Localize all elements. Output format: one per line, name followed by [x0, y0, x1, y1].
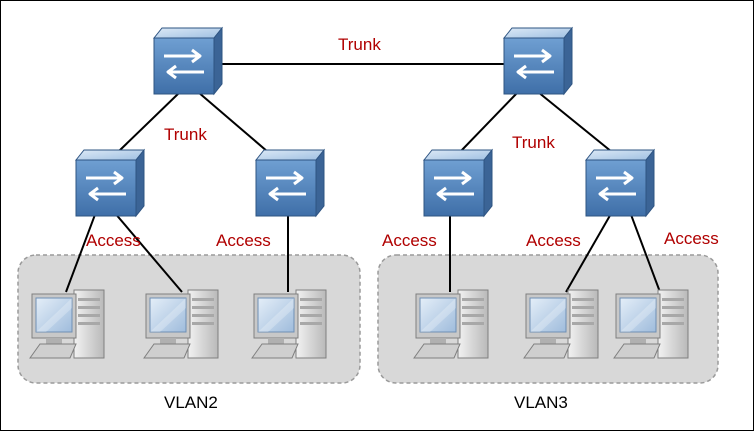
access-d-to-pc5-link	[565, 211, 613, 293]
access-a-to-pc1-link	[65, 211, 97, 293]
core-switch-right-icon	[502, 26, 574, 96]
core-trunk-label: Trunk	[338, 35, 381, 54]
vlan3-label: VLAN3	[514, 393, 568, 412]
pc-1-icon	[29, 289, 105, 359]
pc-4-icon	[413, 289, 489, 359]
network-links	[65, 63, 661, 293]
right-trunk-label: Trunk	[512, 133, 555, 152]
core-left-to-access-a-link	[117, 91, 181, 153]
access-label-2: Access	[216, 231, 271, 250]
access-label-1: Access	[86, 231, 141, 250]
access-switch-c-icon	[422, 148, 494, 218]
pc-5-icon	[523, 289, 599, 359]
access-switch-b-icon	[254, 148, 326, 218]
access-label-3: Access	[382, 231, 437, 250]
vlan2-label: VLAN2	[164, 393, 218, 412]
access-switch-a-icon	[74, 148, 146, 218]
access-a-to-pc2-link	[113, 211, 183, 293]
core-right-to-access-d-link	[537, 91, 613, 153]
left-trunk-label: Trunk	[164, 125, 207, 144]
core-left-to-access-b-link	[197, 91, 269, 153]
pc-6-icon	[613, 289, 689, 359]
pc-2-icon	[143, 289, 219, 359]
access-label-4: Access	[526, 231, 581, 250]
core-switch-left-icon	[152, 26, 224, 96]
pc-3-icon	[251, 289, 327, 359]
access-d-to-pc6-link	[629, 211, 661, 293]
core-right-to-access-c-link	[459, 91, 519, 153]
access-switch-d-icon	[584, 148, 656, 218]
access-label-5: Access	[664, 229, 719, 248]
